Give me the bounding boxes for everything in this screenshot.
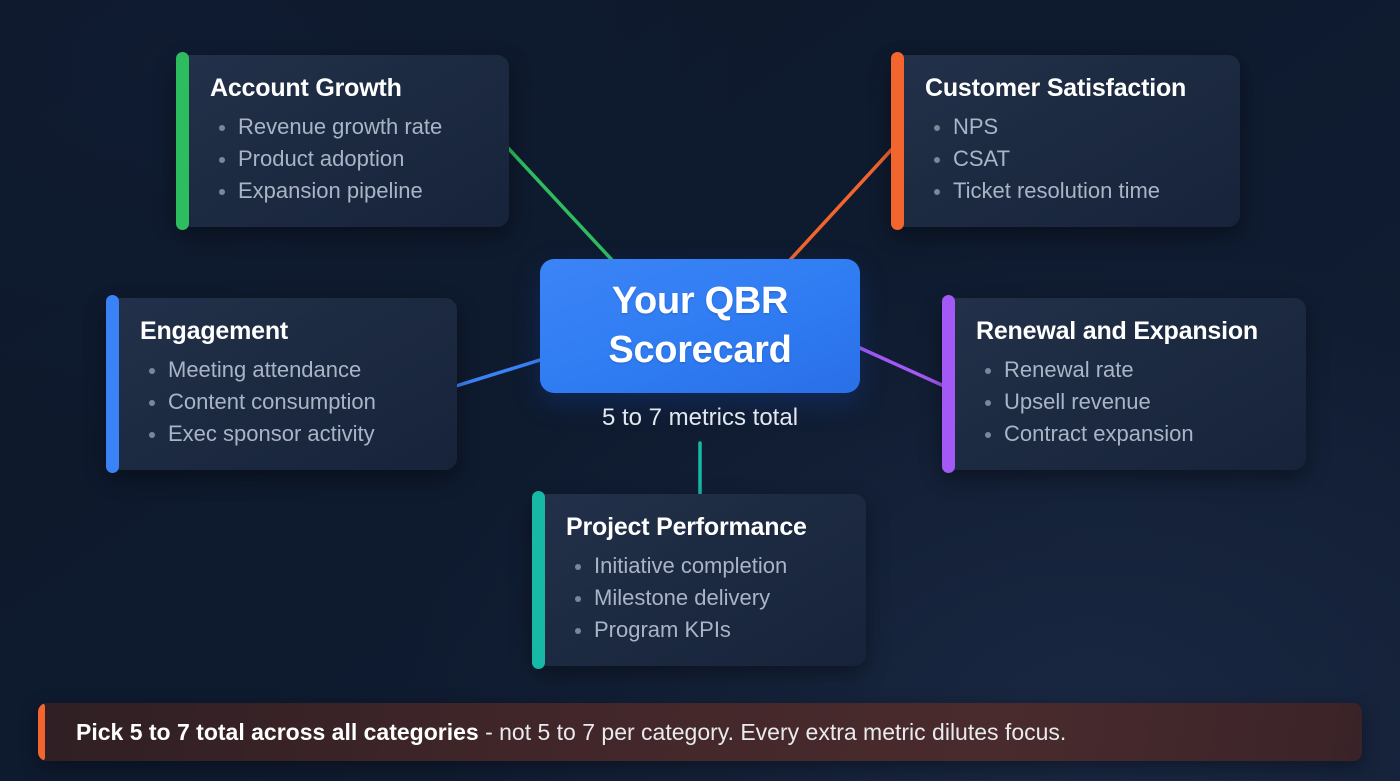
banner-strong-text: Pick 5 to 7 total across all categories bbox=[76, 718, 479, 745]
callout-banner: Pick 5 to 7 total across all categories … bbox=[38, 703, 1362, 761]
banner-text: Pick 5 to 7 total across all categories … bbox=[76, 719, 1066, 746]
card-title-account-growth: Account Growth bbox=[210, 74, 402, 102]
card-customer-satisfaction[interactable]: Customer Satisfaction NPS CSAT Ticket re… bbox=[891, 52, 1240, 230]
list-item: Initiative completion bbox=[566, 550, 842, 582]
card-title-customer-satisfaction: Customer Satisfaction bbox=[925, 74, 1187, 102]
connector-engagement bbox=[454, 358, 542, 388]
card-accent-bar-customer-satisfaction bbox=[891, 52, 904, 230]
connector-account-growth bbox=[506, 146, 614, 262]
list-item: Content consumption bbox=[140, 386, 433, 418]
list-item: Product adoption bbox=[210, 143, 485, 175]
list-item: Upsell revenue bbox=[976, 386, 1282, 418]
list-item: CSAT bbox=[925, 143, 1216, 175]
card-renewal-and-expansion[interactable]: Renewal and Expansion Renewal rate Upsel… bbox=[942, 295, 1306, 473]
card-list-customer-satisfaction: NPS CSAT Ticket resolution time bbox=[925, 111, 1216, 207]
card-list-project-performance: Initiative completion Milestone delivery… bbox=[566, 550, 842, 646]
connector-renewal-and-expansion bbox=[858, 346, 946, 388]
hub-title: Your QBR Scorecard bbox=[608, 277, 791, 374]
card-list-engagement: Meeting attendance Content consumption E… bbox=[140, 354, 433, 450]
card-title-renewal-and-expansion: Renewal and Expansion bbox=[976, 317, 1258, 345]
list-item: Expansion pipeline bbox=[210, 175, 485, 207]
center-hub[interactable]: Your QBR Scorecard bbox=[540, 259, 860, 393]
list-item: Exec sponsor activity bbox=[140, 418, 433, 450]
list-item: Renewal rate bbox=[976, 354, 1282, 386]
list-item: Program KPIs bbox=[566, 614, 842, 646]
hub-caption: 5 to 7 metrics total bbox=[601, 404, 799, 431]
list-item: Meeting attendance bbox=[140, 354, 433, 386]
list-item: NPS bbox=[925, 111, 1216, 143]
hub-title-line-2: Scorecard bbox=[608, 329, 792, 371]
hub-title-line-1: Your QBR bbox=[611, 280, 789, 323]
list-item: Milestone delivery bbox=[566, 582, 842, 614]
banner-accent-bar bbox=[38, 703, 45, 761]
card-project-performance[interactable]: Project Performance Initiative completio… bbox=[532, 491, 866, 669]
list-item: Ticket resolution time bbox=[925, 175, 1216, 207]
list-item: Contract expansion bbox=[976, 418, 1282, 450]
card-accent-bar-account-growth bbox=[176, 52, 189, 230]
card-list-renewal-and-expansion: Renewal rate Upsell revenue Contract exp… bbox=[976, 354, 1282, 450]
banner-rest-text: - not 5 to 7 per category. Every extra m… bbox=[478, 718, 1067, 745]
card-title-engagement: Engagement bbox=[140, 317, 289, 345]
card-engagement[interactable]: Engagement Meeting attendance Content co… bbox=[106, 295, 457, 473]
card-accent-bar-engagement bbox=[106, 295, 119, 473]
card-accent-bar-renewal-and-expansion bbox=[942, 295, 955, 473]
card-account-growth[interactable]: Account Growth Revenue growth rate Produ… bbox=[176, 52, 509, 230]
card-title-project-performance: Project Performance bbox=[566, 513, 807, 541]
connector-customer-satisfaction bbox=[788, 146, 895, 262]
card-list-account-growth: Revenue growth rate Product adoption Exp… bbox=[210, 111, 485, 207]
card-accent-bar-project-performance bbox=[532, 491, 545, 669]
list-item: Revenue growth rate bbox=[210, 111, 485, 143]
